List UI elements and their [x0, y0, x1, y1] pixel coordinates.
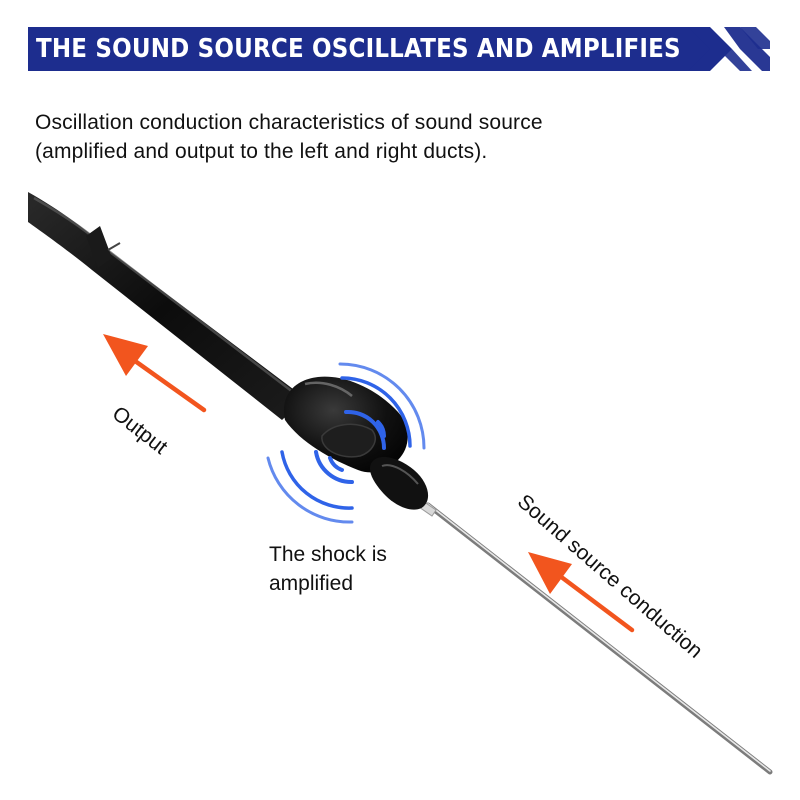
metal-rod [415, 498, 773, 775]
banner-title: THE SOUND SOURCE OSCILLATES AND AMPLIFIE… [36, 34, 681, 64]
shock-label-line-1: The shock is [269, 543, 387, 566]
sound-source-arrow-icon [528, 552, 635, 633]
black-tube [28, 192, 305, 420]
sound-wave-icon [266, 362, 426, 524]
intro-line-1: Oscillation conduction characteristics o… [35, 111, 543, 134]
intro-line-2: (amplified and output to the left and ri… [35, 140, 488, 163]
output-arrow-icon [103, 334, 207, 413]
intro-text: Oscillation conduction characteristics o… [35, 108, 735, 166]
banner-background [28, 27, 770, 71]
shock-amplified-label: The shock is amplified [269, 540, 387, 598]
title-banner: THE SOUND SOURCE OSCILLATES AND AMPLIFIE… [28, 27, 770, 71]
shock-label-line-2: amplified [269, 572, 354, 595]
connector-body [283, 376, 429, 510]
